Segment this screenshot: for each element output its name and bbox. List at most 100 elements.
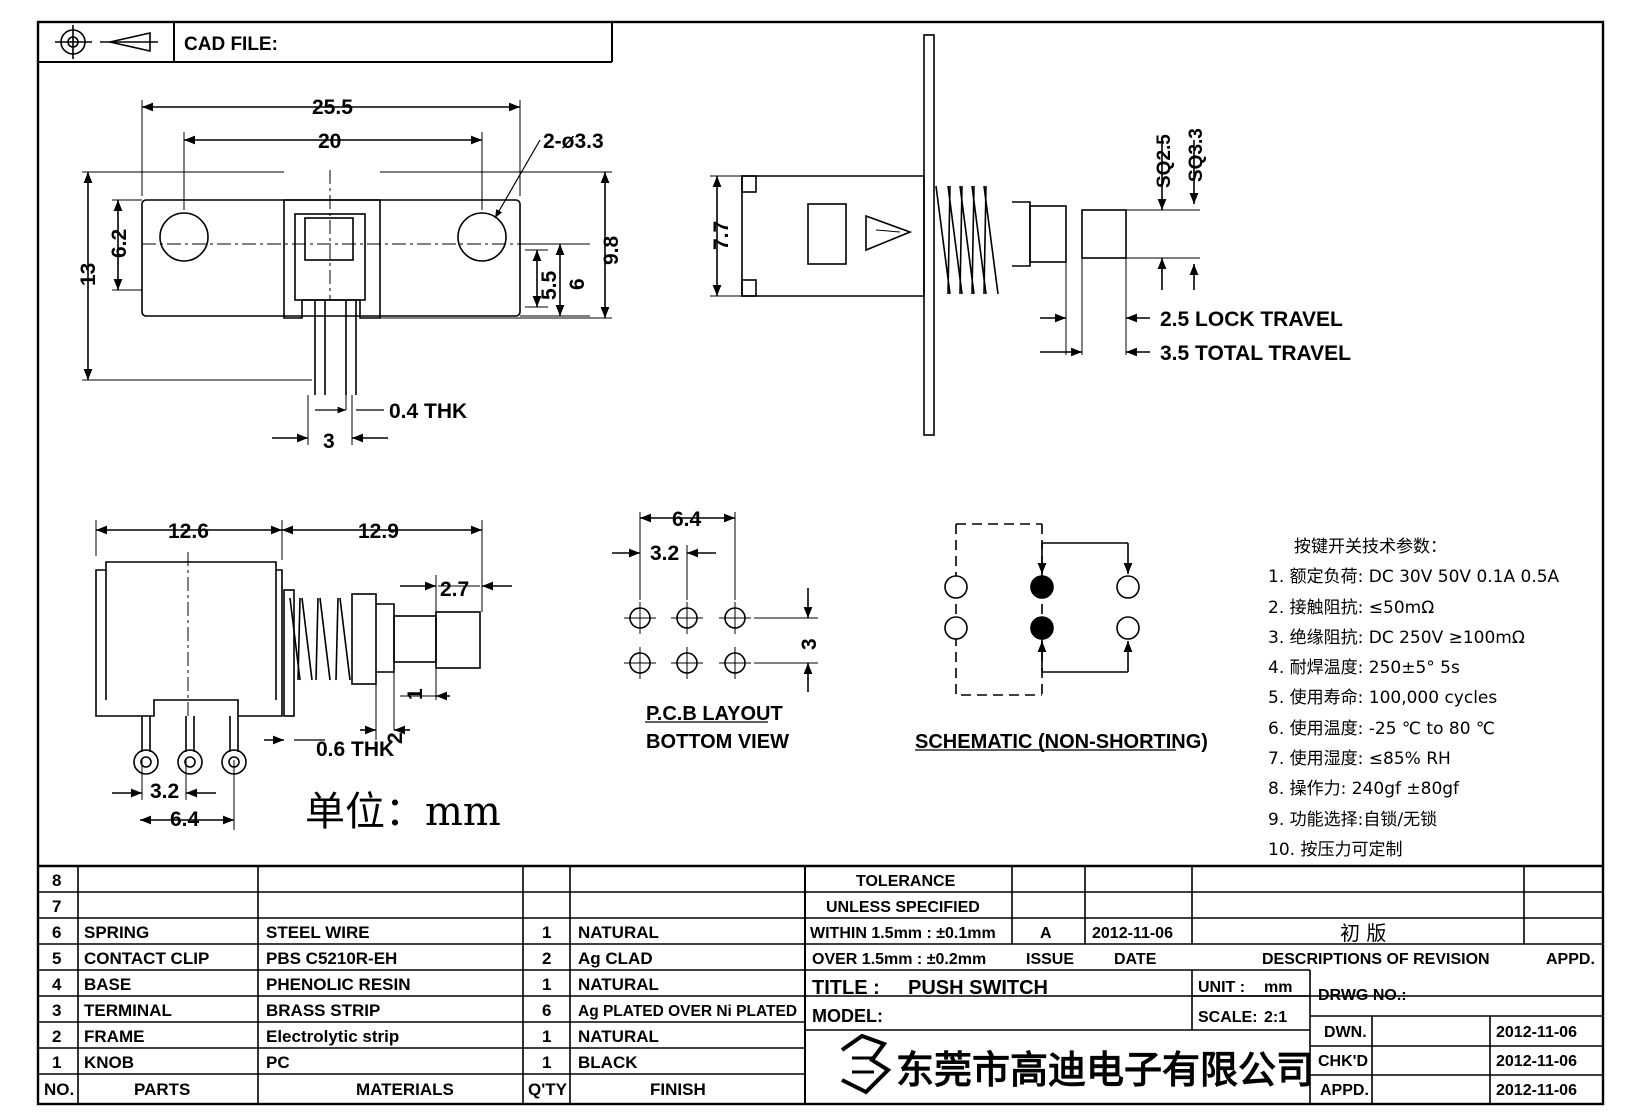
title-value: PUSH SWITCH	[908, 977, 1048, 999]
bom-cell-finish: NATURAL	[578, 923, 659, 942]
chkd-date: 2012-11-06	[1496, 1053, 1577, 1070]
dim-hole-pitch: 20	[318, 130, 341, 153]
bom-cell-qty: 1	[542, 1027, 551, 1046]
table-row: 5 CONTACT CLIP PBS C5210R-EH 2 Ag CLAD	[52, 949, 653, 968]
bom-header-qty: Q'TY	[528, 1080, 568, 1099]
spec-item: 7. 使用湿度: ≤85% RH	[1268, 749, 1451, 770]
spec-item: 3. 绝缘阻抗: DC 250V ≥100mΩ	[1268, 627, 1525, 648]
dwn-label: DWN.	[1324, 1024, 1367, 1041]
bom-cell-qty: 6	[542, 1001, 551, 1020]
bom-cell-no: 4	[52, 975, 62, 994]
title-block: TOLERANCE UNLESS SPECIFIED WITHIN 1.5mm …	[810, 873, 1595, 1099]
bom-cell-part: KNOB	[84, 1053, 134, 1072]
front-view-dims: 12.6 12.9 2.7 1 2 0.6 THK 3.2 6.4	[150, 520, 469, 831]
bom-cell-finish: NATURAL	[578, 1027, 659, 1046]
bom-cell-material: STEEL WIRE	[266, 923, 370, 942]
dim-terminal-pitch: 3	[323, 430, 335, 453]
bom-cell-no: 5	[52, 949, 61, 968]
sheet-border	[36, 20, 1605, 1106]
bom-cell-qty: 1	[542, 1053, 551, 1072]
chkd-label: CHK'D	[1318, 1053, 1368, 1070]
header-box: CAD FILE:	[38, 22, 613, 63]
unit-label: 单位：mm	[305, 789, 501, 835]
spec-notes: 按键开关技术参数： 1. 额定负荷: DC 30V 50V 0.1A 0.5A …	[1268, 532, 1559, 865]
dim-frame-thk: 0.6 THK	[316, 738, 394, 761]
bom-row-7-no: 7	[52, 897, 61, 916]
bom-cell-part: TERMINAL	[84, 1001, 172, 1020]
issue-label: ISSUE	[1026, 951, 1074, 968]
table-row: 6 SPRING STEEL WIRE 1 NATURAL	[52, 923, 659, 942]
revision-date: 2012-11-06	[1092, 925, 1173, 942]
dim-knob-length: 2.7	[440, 578, 469, 601]
bom-cell-material: PBS C5210R-EH	[266, 949, 397, 968]
bom-cell-part: FRAME	[84, 1027, 144, 1046]
pcb-layout	[612, 512, 818, 723]
side-view	[710, 34, 1200, 436]
bom-cell-qty: 1	[542, 975, 551, 994]
bom-cell-no: 2	[52, 1027, 61, 1046]
dim-step-1: 1	[404, 688, 427, 700]
bom-cell-finish: Ag CLAD	[578, 949, 653, 968]
bom-header-materials: MATERIALS	[356, 1080, 454, 1099]
descriptions-label: DESCRIPTIONS OF REVISION	[1262, 951, 1490, 968]
dim-pcb-row-pitch: 3	[798, 638, 821, 650]
spec-item: 9. 功能选择:自锁/无锁	[1268, 809, 1438, 830]
side-view-dims: 7.7 SQ2.5 SQ3.3 2.5 LOCK TRAVEL 3.5 TOTA…	[710, 128, 1351, 365]
bom-cell-no: 6	[52, 923, 61, 942]
bom-header-no: NO.	[44, 1080, 74, 1099]
pcb-pads	[624, 602, 751, 679]
tolerance-within: WITHIN 1.5mm : ±0.1mm	[810, 925, 996, 942]
dim-sq-small: SQ2.5	[1154, 134, 1175, 188]
dim-step-2: 2	[384, 732, 407, 744]
dim-terminal-thk: 0.4 THK	[389, 400, 467, 423]
pcb-labels: 6.4 3.2 3 P.C.B LAYOUT BOTTOM VIEW	[646, 508, 821, 753]
company-name: 东莞市高迪电子有限公司	[896, 1048, 1314, 1092]
bom-cell-finish: NATURAL	[578, 975, 659, 994]
dim-body-height: 9.8	[600, 235, 623, 265]
scale-label: SCALE:	[1198, 1009, 1258, 1026]
revision-issue: A	[1040, 925, 1052, 942]
spec-item: 2. 接触阻抗: ≤50mΩ	[1268, 597, 1435, 618]
dim-pcb-span: 6.4	[672, 508, 702, 531]
bom-cell-qty: 1	[542, 923, 551, 942]
dim-lock-travel: 2.5 LOCK TRAVEL	[1160, 308, 1343, 331]
bom-row-8-no: 8	[52, 871, 61, 890]
unit-field-value: mm	[1264, 979, 1292, 996]
dim-height-inner: 6.2	[108, 229, 131, 258]
appd2-label: APPD.	[1320, 1082, 1369, 1099]
bom-cell-no: 3	[52, 1001, 61, 1020]
bom-table: 8 7 6 SPRING STEEL WIRE 1 NATURAL 5 CONT…	[44, 871, 797, 1099]
bom-cell-part: CONTACT CLIP	[84, 949, 209, 968]
dim-pcb-pitch: 3.2	[650, 542, 679, 565]
unit-field-label: UNIT :	[1198, 979, 1245, 996]
table-row: 4 BASE PHENOLIC RESIN 1 NATURAL	[52, 975, 659, 994]
bom-header-parts: PARTS	[134, 1080, 190, 1099]
revision-description: 初 版	[1340, 921, 1386, 945]
spec-item: 8. 操作力: 240gf ±80gf	[1268, 779, 1460, 800]
schematic-title: SCHEMATIC (NON-SHORTING)	[915, 731, 1208, 753]
drwg-no-label: DRWG NO.:	[1318, 987, 1407, 1004]
title-label: TITLE :	[812, 977, 880, 999]
bom-cell-part: SPRING	[84, 923, 149, 942]
tolerance-line2: UNLESS SPECIFIED	[826, 899, 980, 916]
date-label: DATE	[1114, 951, 1157, 968]
bom-cell-material: BRASS STRIP	[266, 1001, 380, 1020]
bom-header-finish: FINISH	[650, 1080, 706, 1099]
dwn-date: 2012-11-06	[1496, 1024, 1577, 1041]
front-view	[95, 520, 512, 830]
bom-cell-finish: Ag PLATED OVER Ni PLATED	[578, 1003, 797, 1020]
top-view-dims: 25.5 20 2-ø3.3 13 6.2 9.8 5.5 6 0.4 THK …	[77, 96, 623, 453]
company-logo-icon	[840, 1033, 892, 1095]
dim-overall-width: 25.5	[312, 96, 353, 119]
dim-height-total: 13	[77, 263, 100, 286]
bom-cell-material: PC	[266, 1053, 290, 1072]
bom-cell-finish: BLACK	[578, 1053, 638, 1072]
bom-cell-qty: 2	[542, 949, 551, 968]
table-row: 1 KNOB PC 1 BLACK	[52, 1053, 638, 1072]
model-label: MODEL:	[812, 1006, 883, 1026]
dim-total-travel: 3.5 TOTAL TRAVEL	[1160, 342, 1351, 365]
table-row: 2 FRAME Electrolytic strip 1 NATURAL	[52, 1027, 659, 1046]
appd-label: APPD.	[1546, 951, 1595, 968]
